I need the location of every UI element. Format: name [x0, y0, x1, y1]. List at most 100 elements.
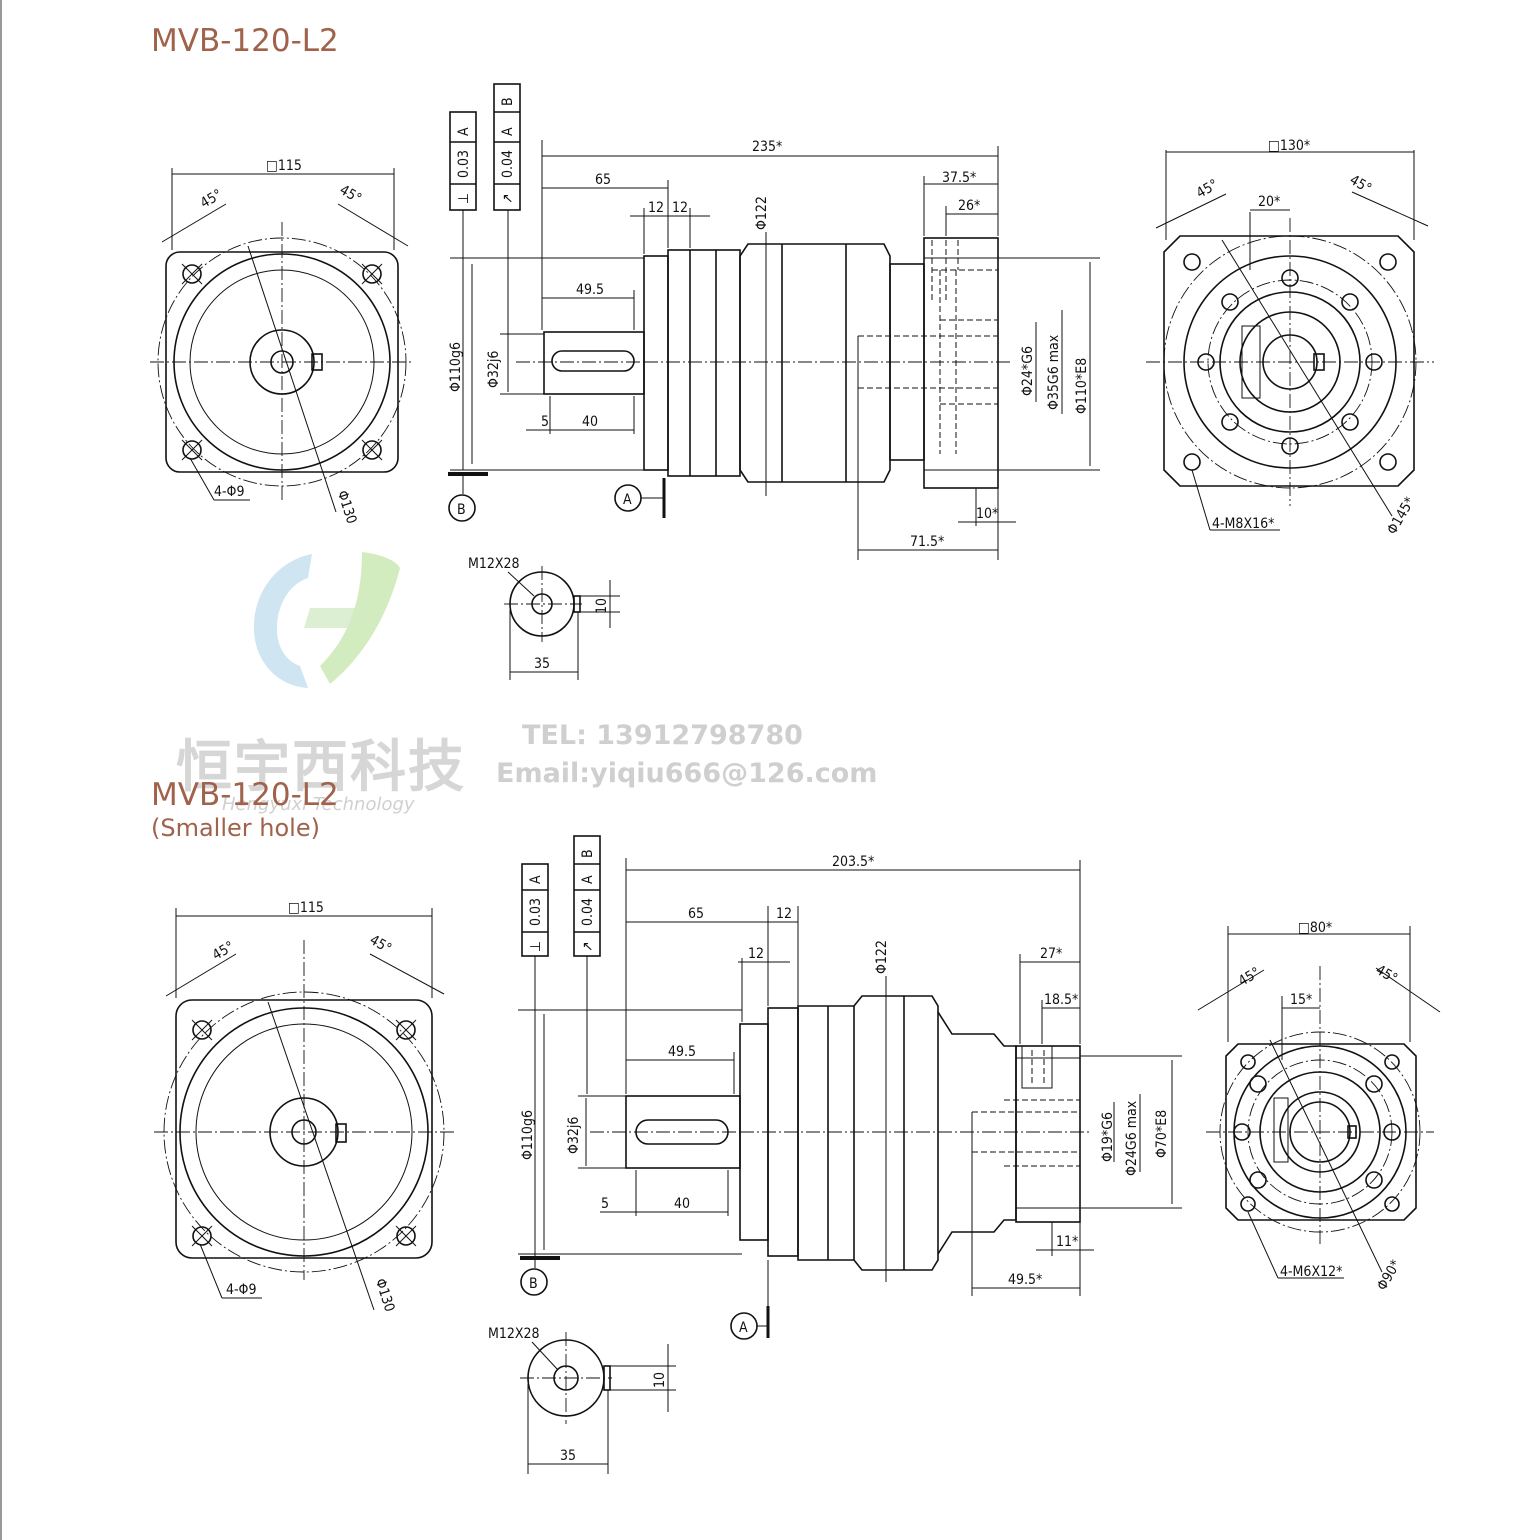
d1-dim-12b: 12 [672, 200, 688, 216]
d2-input-angle-left: 45° [210, 939, 237, 964]
d1-tol2-value: 0.04 [500, 150, 516, 178]
d1-output-d20: 20* [1258, 194, 1280, 210]
d2-shaft-width: 35 [560, 1448, 576, 1464]
d2-dim-12a: 12 [748, 946, 764, 962]
d2-dim-24: Φ24G6 max [1124, 1100, 1140, 1176]
d1-tol2-datum2: B [500, 97, 516, 106]
d2-output-pcd: Φ90* [1374, 1257, 1404, 1293]
drawing-2-subtitle: (Smaller hole) [151, 814, 320, 842]
d1-output-pcd: Φ145* [1384, 495, 1418, 538]
left-border [0, 0, 2, 1540]
d1-dim-24: Φ24*G6 [1020, 346, 1036, 396]
d2-output-holes: 4-M6X12* [1280, 1264, 1342, 1280]
d1-output-angle-right: 45° [1347, 172, 1374, 197]
watermark-email: Email:yiqiu666@126.com [496, 758, 878, 789]
d2-dim-65: 65 [688, 906, 704, 922]
watermark-logo-icon [253, 552, 400, 688]
drawing-2-title: MVB-120-L2 [151, 777, 339, 813]
d2-input-square: □115 [288, 900, 324, 916]
d1-shaft-end-view: M12X28 10 35 [468, 556, 620, 680]
d1-dim-37-5: 37.5* [942, 170, 976, 186]
d2-dim-32j6: Φ32j6 [566, 1117, 582, 1154]
d2-dim-122: Φ122 [874, 940, 890, 974]
d1-dim-122: Φ122 [754, 196, 770, 230]
d2-datum-a: A [739, 1320, 748, 1336]
d1-dim-110g6: Φ110g6 [448, 342, 464, 392]
d1-dim-32j6: Φ32j6 [486, 351, 502, 388]
d2-input-holes: 4-Φ9 [226, 1282, 256, 1298]
d1-datum-b: B [457, 502, 466, 518]
d1-output-flange-view: □130* 45° 45° 20* Φ145* 4-M8X16* [1146, 138, 1434, 537]
d1-shaft-key: 10 [594, 598, 610, 614]
d2-shaft-key: 10 [652, 1372, 668, 1388]
d2-output-angle-right: 45° [1373, 962, 1400, 987]
d1-dim-12a: 12 [648, 200, 664, 216]
d2-dim-5: 5 [601, 1196, 609, 1212]
d1-dim-35: Φ35G6 max [1046, 334, 1062, 410]
d1-input-angle-left: 45° [198, 187, 225, 212]
drawing-1-title: MVB-120-L2 [151, 23, 339, 59]
d2-dim-27: 27* [1040, 946, 1062, 962]
d2-input-flange-view: □115 45° 45° 4-Φ9 Φ130 [154, 900, 454, 1314]
d2-shaft-thread: M12X28 [488, 1326, 540, 1342]
d2-output-flange-view: □80* 45° 45° 15* Φ90* 4-M6X12* [1197, 920, 1441, 1293]
d2-dim-overall: 203.5* [832, 854, 874, 870]
d1-tol1-value: 0.03 [456, 150, 472, 178]
d1-dim-10: 10* [976, 506, 998, 522]
d2-tolerance-frames: ⊥ 0.03 A ↗ 0.04 A B [521, 835, 601, 1256]
d1-tol1-symbol: ⊥ [456, 193, 472, 204]
d1-input-pcd: Φ130 [334, 489, 360, 526]
d2-dim-18-5: 18.5* [1044, 992, 1078, 1008]
d2-tol1-symbol: ⊥ [528, 941, 544, 952]
d2-input-pcd: Φ130 [372, 1277, 398, 1314]
d1-dim-110e8: Φ110*E8 [1074, 358, 1090, 414]
d1-input-square: □115 [266, 158, 302, 174]
d1-input-flange-view: □115 45° 45° 4-Φ9 Φ130 [150, 158, 414, 526]
d2-dim-49-5: 49.5 [668, 1044, 696, 1060]
d2-dim-19: Φ19*G6 [1100, 1112, 1116, 1162]
d1-output-holes: 4-M8X16* [1212, 516, 1274, 532]
d2-tol1-value: 0.03 [528, 898, 544, 926]
d2-input-angle-right: 45° [367, 932, 394, 957]
d1-output-square: □130* [1268, 138, 1310, 154]
d1-tol1-datum: A [456, 127, 472, 136]
d2-datum-b: B [529, 1276, 538, 1292]
d2-tol2-datum: A [580, 875, 596, 884]
d1-dim-26: 26* [958, 198, 980, 214]
d2-tol2-symbol: ↗ [580, 941, 596, 952]
d1-dim-49-5: 49.5 [576, 282, 604, 298]
d2-dim-49-5b: 49.5* [1008, 1272, 1042, 1288]
d2-output-angle-left: 45° [1236, 965, 1263, 990]
d1-input-angle-right: 45° [337, 182, 364, 207]
d2-tol1-datum: A [528, 875, 544, 884]
d2-dim-40: 40 [674, 1196, 690, 1212]
d1-dim-65: 65 [595, 172, 611, 188]
watermark-tel: TEL: 13912798780 [522, 720, 803, 751]
d2-dim-12b: 12 [776, 906, 792, 922]
d2-dim-70e8: Φ70*E8 [1154, 1110, 1170, 1158]
d1-shaft-width: 35 [534, 656, 550, 672]
d1-tolerance-frames: ⊥ 0.03 A ↗ 0.04 A B [449, 83, 521, 470]
d2-dim-11: 11* [1056, 1234, 1078, 1250]
d2-tol2-value: 0.04 [580, 898, 596, 926]
d1-datum-a: A [623, 492, 632, 508]
d1-tol2-datum: A [500, 127, 516, 136]
d1-side-view: B Φ110g6 Φ32j6 [448, 139, 1100, 560]
d2-output-square: □80* [1298, 920, 1332, 936]
d2-side-view: B Φ110g6 Φ32j6 [518, 854, 1182, 1340]
d2-output-d15: 15* [1290, 992, 1312, 1008]
watermark-company-en: Hengyuxi Technology [222, 794, 415, 815]
d1-dim-5: 5 [541, 414, 549, 430]
d1-dim-40: 40 [582, 414, 598, 430]
d2-tol2-datum2: B [580, 849, 596, 858]
d1-shaft-thread: M12X28 [468, 556, 520, 572]
d1-dim-71-5: 71.5* [910, 534, 944, 550]
d1-dim-overall: 235* [752, 139, 782, 155]
d2-dim-110g6: Φ110g6 [520, 1110, 536, 1160]
d1-tol2-symbol: ↗ [500, 193, 516, 204]
d1-input-holes: 4-Φ9 [214, 484, 244, 500]
d2-shaft-end-view: M12X28 10 35 [488, 1326, 676, 1474]
watermark-company-cn: 恒宇西科技 [176, 735, 466, 800]
